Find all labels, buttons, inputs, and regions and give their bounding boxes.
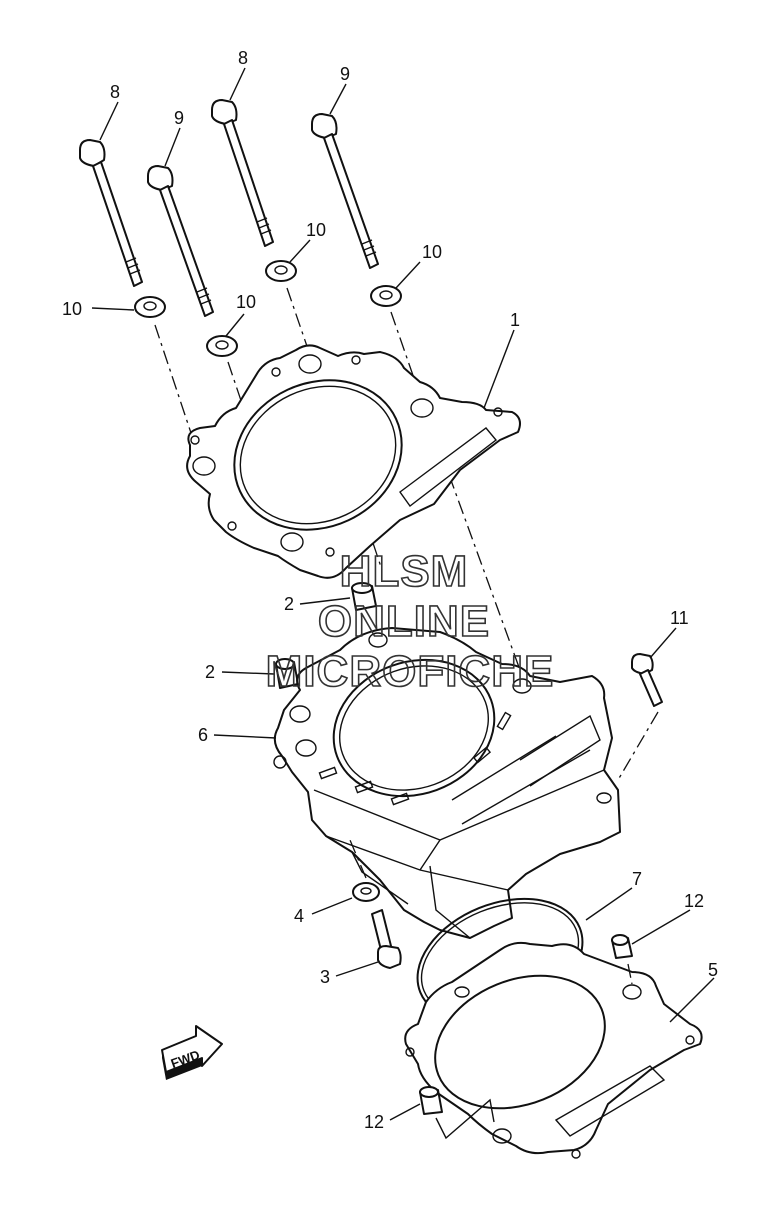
- head-bolt-8-right: [211, 99, 274, 247]
- leader-lines: [91, 67, 715, 1121]
- cylinder-block: [273, 627, 621, 939]
- cylinder-head-gasket: [186, 344, 521, 579]
- callout-12-upper: 12: [684, 891, 704, 911]
- callout-2-upper: 2: [284, 594, 294, 614]
- callout-9-left: 9: [174, 108, 184, 128]
- dowel-12-lower: [419, 1086, 443, 1115]
- washer-10-b: [206, 335, 238, 357]
- washer-4: [352, 882, 380, 902]
- callout-10-c: 10: [306, 220, 326, 240]
- callout-3: 3: [320, 967, 330, 987]
- callout-8-right: 8: [238, 48, 248, 68]
- callout-6: 7: [632, 869, 642, 889]
- washer-10-c: [265, 260, 297, 282]
- fwd-arrow-icon: FWD: [161, 1025, 223, 1080]
- callout-5: 6: [198, 725, 208, 745]
- watermark: HLSM ONLINE MICROFICHE: [265, 546, 555, 697]
- callout-2-lower: 2: [205, 662, 215, 682]
- callout-7: 5: [708, 960, 718, 980]
- head-bolt-9-right: [311, 113, 379, 269]
- dowel-pin-upper: [351, 582, 377, 611]
- callout-10-a: 10: [62, 299, 82, 319]
- callout-12-lower: 12: [364, 1112, 384, 1132]
- bolt-3: [371, 909, 402, 969]
- callout-10-b: 10: [236, 292, 256, 312]
- callout-1: 1: [510, 310, 520, 330]
- washer-10-a: [134, 296, 166, 318]
- callout-4: 4: [294, 906, 304, 926]
- head-bolt-8-left: [79, 139, 143, 287]
- bolt-11: [631, 653, 663, 707]
- callout-8-left: 8: [110, 82, 120, 102]
- callout-9-right: 9: [340, 64, 350, 84]
- cylinder-base-gasket: [404, 941, 703, 1159]
- dowel-12-upper: [611, 934, 633, 959]
- callout-labels: 8 9 8 9 10 10 10 10 1 2 2 6 11 4 3 7 12 …: [62, 48, 718, 1132]
- head-bolt-9-left: [147, 165, 214, 317]
- washer-10-d: [370, 285, 402, 307]
- watermark-line-2: ONLINE: [318, 597, 490, 646]
- watermark-line-1: HLSM: [340, 547, 469, 596]
- callout-11: 11: [670, 608, 689, 628]
- watermark-line-3: MICROFICHE: [266, 647, 555, 696]
- dowel-pin-lower: [275, 658, 299, 689]
- callout-10-d: 10: [422, 242, 442, 262]
